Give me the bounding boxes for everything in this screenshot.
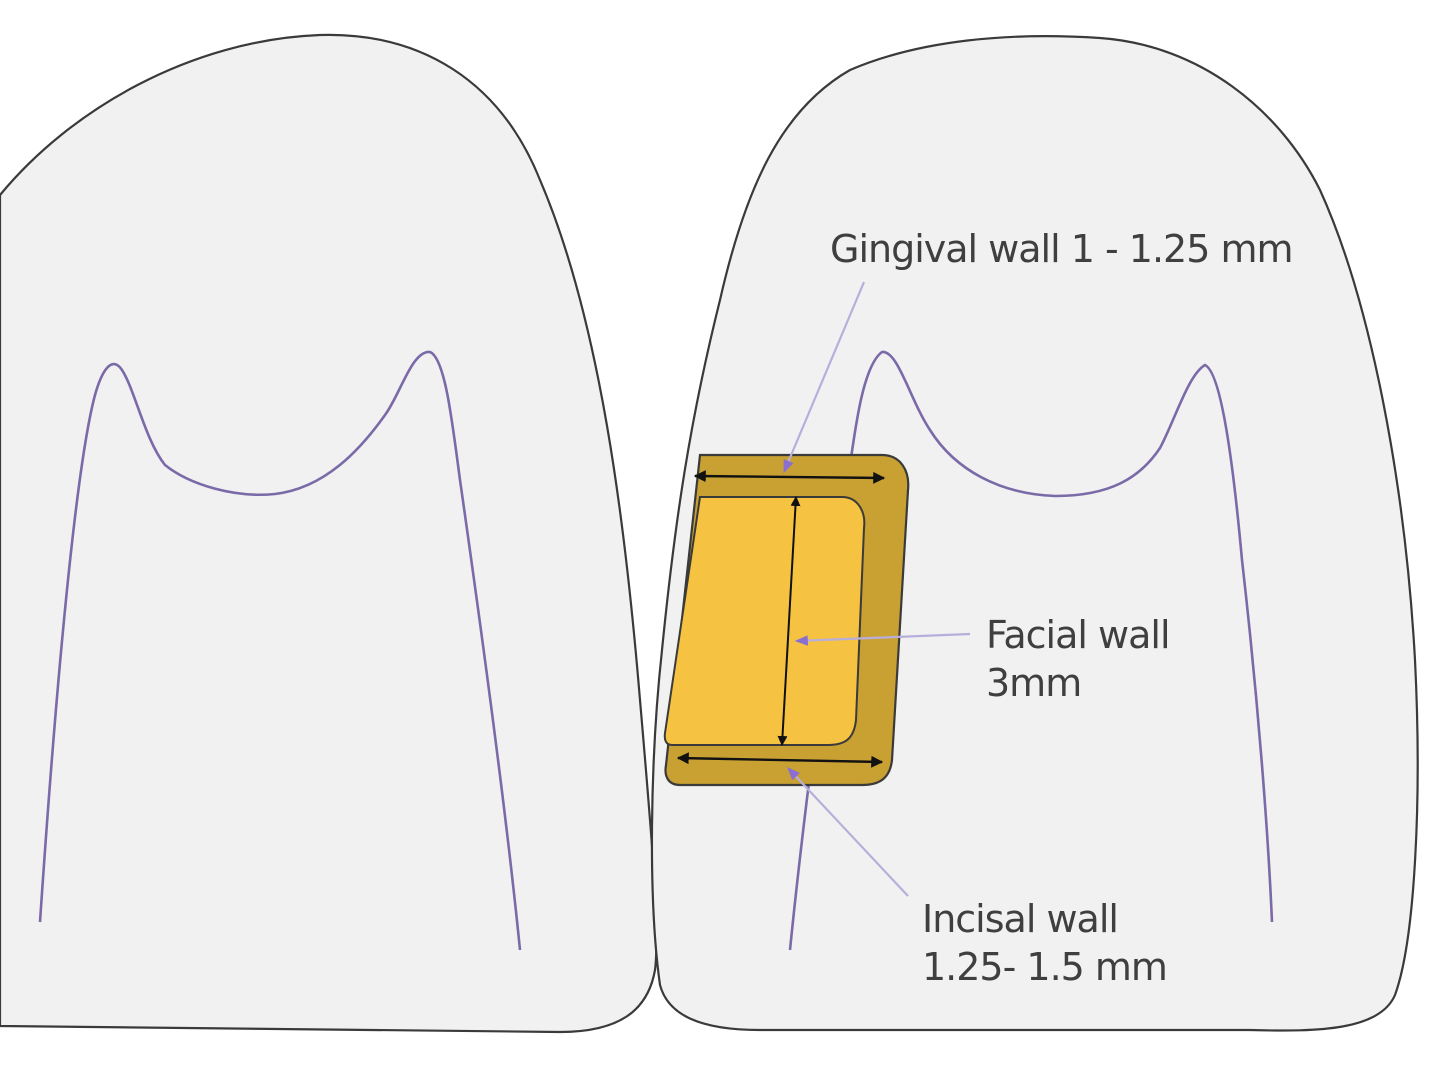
incisal-leader-line [787, 767, 909, 897]
gingival-leader-line [782, 281, 866, 474]
left-tooth-pulp [38, 350, 522, 951]
facial-wall-label-line1: Facial wall [986, 613, 1170, 657]
incisal-wall-label-line2: 1.25- 1.5 mm [922, 945, 1167, 989]
facial-wall-label-line2: 3mm [986, 661, 1081, 705]
incisal-dimension-arrow [676, 752, 884, 768]
facial-leader-line [794, 632, 971, 646]
facial-dimension-arrow [777, 496, 801, 746]
cavity-inner-floor [663, 496, 866, 746]
left-tooth-outline [0, 33, 658, 1034]
gingival-dimension-arrow [693, 470, 886, 484]
incisal-wall-label-line1: Incisal wall [922, 897, 1118, 941]
gingival-wall-label: Gingival wall 1 - 1.25 mm [830, 227, 1293, 271]
